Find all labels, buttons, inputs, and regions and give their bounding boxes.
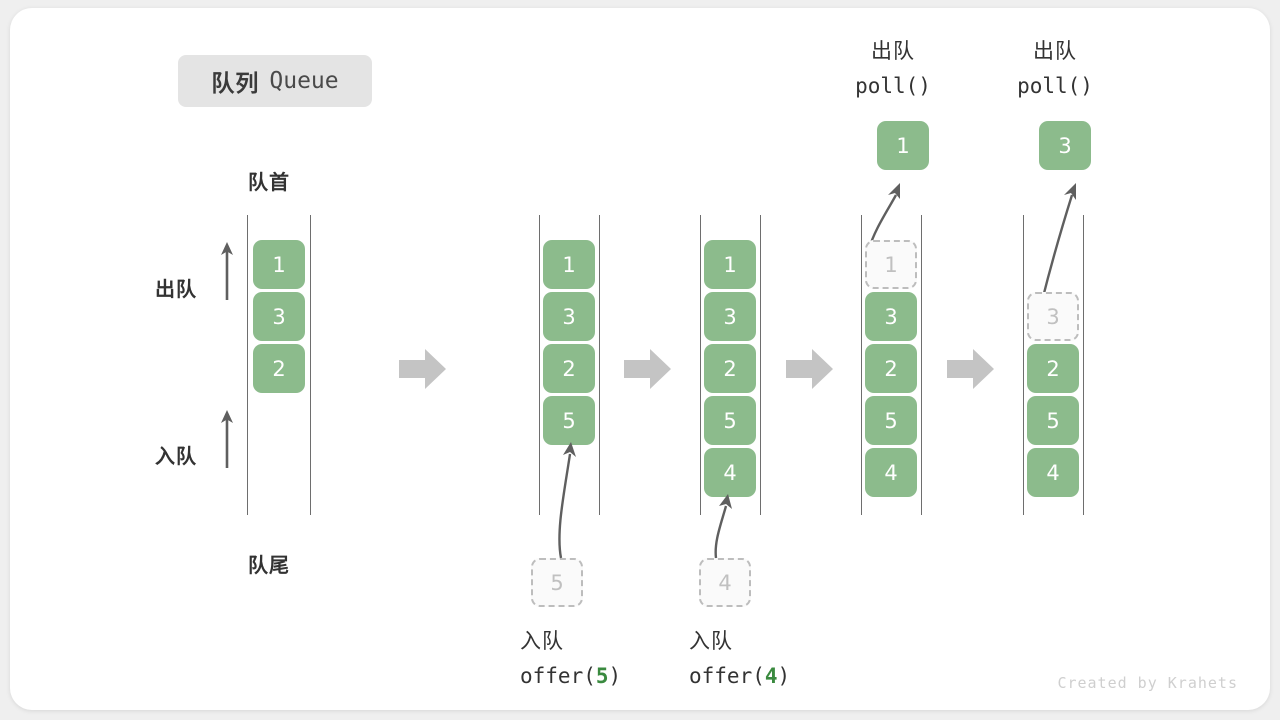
enqueue-arrow: [714, 494, 732, 559]
pending-element-ghost: 5: [531, 558, 583, 607]
caption-code: poll(): [1017, 74, 1093, 98]
queue-column-poll-3: 3 2 5 4: [1023, 215, 1084, 515]
rail-left: [861, 215, 862, 515]
queue-head-label: 队首: [248, 172, 290, 194]
enqueue-direction-arrow: [221, 410, 233, 468]
queue-cell: 5: [865, 396, 917, 445]
caption-code: offer(4): [689, 659, 819, 693]
caption-code-suffix: ): [777, 664, 791, 688]
queue-column-poll-1: 1 3 2 5 4: [861, 215, 922, 515]
caption-cn: 出队: [1033, 40, 1077, 63]
popped-element: 1: [877, 121, 929, 170]
caption-code-prefix: offer(: [520, 664, 596, 688]
queue-column-offer-4: 1 3 2 5 4: [700, 215, 761, 515]
step-transition-arrow: [786, 349, 833, 389]
footer-credit: Created by Krahets: [1057, 674, 1238, 692]
queue-cell: 3: [704, 292, 756, 341]
queue-cell: 2: [704, 344, 756, 393]
queue-cell: 1: [704, 240, 756, 289]
queue-cell: 2: [865, 344, 917, 393]
side-label-enqueue: 入队: [155, 446, 197, 468]
diagram-card: 队列 Queue 队首 队尾 出队 入队 1 3 2 1 3 2 5 5: [10, 8, 1270, 710]
queue-column-offer-5: 1 3 2 5: [539, 215, 600, 515]
caption-offer-5: 入队 offer(5): [520, 625, 650, 693]
caption-code-prefix: offer(: [689, 664, 765, 688]
caption-cn: 入队: [689, 630, 733, 653]
queue-cell-vacant: [1027, 240, 1079, 289]
queue-cell: 5: [543, 396, 595, 445]
rail-right: [599, 215, 600, 515]
rail-right: [760, 215, 761, 515]
queue-cell: 4: [865, 448, 917, 497]
caption-code: poll(): [855, 74, 931, 98]
caption-cn: 出队: [871, 40, 915, 63]
rail-left: [247, 215, 248, 515]
queue-cell: 3: [865, 292, 917, 341]
dequeue-arrow: [1040, 183, 1076, 302]
queue-cell-removed: 1: [865, 240, 917, 289]
queue-cell: 1: [543, 240, 595, 289]
queue-cell: 5: [1027, 396, 1079, 445]
rail-left: [539, 215, 540, 515]
popped-element: 3: [1039, 121, 1091, 170]
title-badge: 队列 Queue: [178, 55, 372, 107]
queue-cell: 2: [1027, 344, 1079, 393]
queue-tail-label: 队尾: [248, 555, 290, 577]
caption-code-arg: 5: [595, 664, 609, 688]
queue-cell-removed: 3: [1027, 292, 1079, 341]
step-transition-arrow: [947, 349, 994, 389]
caption-poll-3: 出队 poll(): [965, 35, 1145, 103]
caption-code-arg: 4: [764, 664, 778, 688]
dequeue-direction-arrow: [221, 242, 233, 300]
queue-cell: 3: [543, 292, 595, 341]
caption-code: offer(5): [520, 659, 650, 693]
queue-cell: 2: [253, 344, 305, 393]
title-en: Queue: [269, 68, 339, 94]
pending-element-ghost: 4: [699, 558, 751, 607]
rail-right: [1083, 215, 1084, 515]
side-label-dequeue: 出队: [155, 279, 197, 301]
caption-code-suffix: ): [608, 664, 622, 688]
rail-left: [1023, 215, 1024, 515]
step-transition-arrow: [624, 349, 671, 389]
queue-cell: 4: [1027, 448, 1079, 497]
queue-cell: 4: [704, 448, 756, 497]
rail-right: [310, 215, 311, 515]
step-transition-arrow: [399, 349, 446, 389]
caption-offer-4: 入队 offer(4): [689, 625, 819, 693]
rail-left: [700, 215, 701, 515]
caption-cn: 入队: [520, 630, 564, 653]
queue-cell: 3: [253, 292, 305, 341]
queue-cell: 1: [253, 240, 305, 289]
caption-poll-1: 出队 poll(): [803, 35, 983, 103]
enqueue-arrow: [558, 442, 576, 559]
queue-column-initial: 1 3 2: [247, 215, 311, 515]
rail-right: [921, 215, 922, 515]
title-cn: 队列: [211, 70, 260, 96]
queue-cell: 5: [704, 396, 756, 445]
queue-cell: 2: [543, 344, 595, 393]
